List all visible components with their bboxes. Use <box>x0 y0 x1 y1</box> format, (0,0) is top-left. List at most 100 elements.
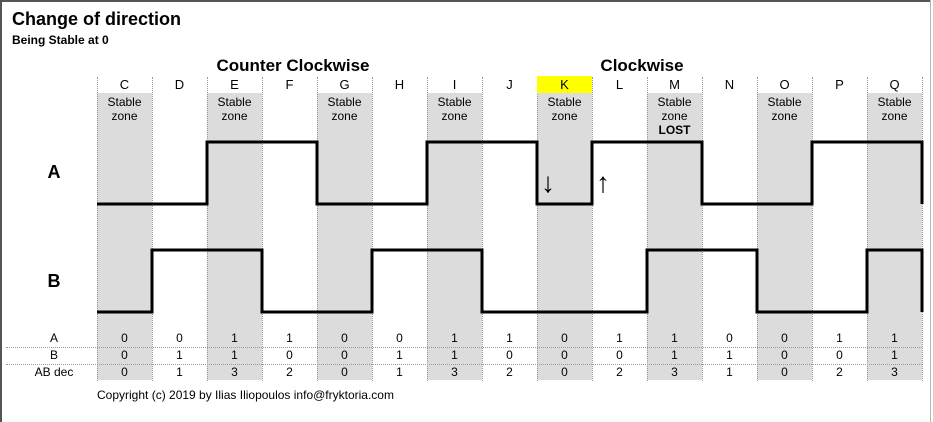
stable-zone-column-g <box>317 93 372 380</box>
signal-a-label: A <box>47 162 61 182</box>
stable-zone-label-line: Stable <box>327 95 362 109</box>
stable-zone-label-line: zone <box>111 109 138 123</box>
stable-zone-label-line: zone <box>221 109 248 123</box>
column-grid-line <box>317 77 318 381</box>
table-cell-ab-dec-j: 2 <box>506 365 513 379</box>
table-cell-a-f: 1 <box>286 331 293 345</box>
column-grid-line <box>482 77 483 381</box>
table-cell-b-o: 0 <box>781 348 788 362</box>
table-row-label-a: A <box>49 331 58 345</box>
window-top-border <box>0 0 931 2</box>
window-right-border <box>930 0 931 422</box>
column-grid-line <box>537 77 538 381</box>
table-cell-ab-dec-h: 1 <box>396 365 403 379</box>
column-label-o: O <box>779 77 790 92</box>
column-label-p: P <box>835 77 844 92</box>
table-cell-b-m: 1 <box>671 348 678 362</box>
table-cell-b-k: 0 <box>561 348 568 362</box>
page-title: Change of direction <box>12 9 182 29</box>
table-cell-ab-dec-q: 3 <box>891 365 898 379</box>
table-cell-a-c: 0 <box>121 331 128 345</box>
table-cell-b-e: 1 <box>231 348 238 362</box>
table-cell-a-l: 1 <box>616 331 623 345</box>
column-grid-line <box>867 77 868 381</box>
column-grid-line <box>372 77 373 381</box>
page-subtitle: Being Stable at 0 <box>12 33 109 47</box>
table-cell-b-n: 1 <box>726 348 733 362</box>
column-grid-line <box>702 77 703 381</box>
table-cell-a-p: 1 <box>836 331 843 345</box>
table-row-separator <box>6 364 922 365</box>
column-label-j: J <box>506 77 513 92</box>
stable-zone-label-line: zone <box>771 109 798 123</box>
table-cell-a-g: 0 <box>341 331 348 345</box>
table-cell-b-d: 1 <box>176 348 183 362</box>
column-grid-line <box>592 77 593 381</box>
table-cell-ab-dec-l: 2 <box>616 365 623 379</box>
column-label-l: L <box>615 77 624 92</box>
stable-zone-label-line: Stable <box>107 95 142 109</box>
table-cell-ab-dec-c: 0 <box>121 365 128 379</box>
table-cell-ab-dec-o: 0 <box>781 365 788 379</box>
table-cell-ab-dec-d: 1 <box>176 365 183 379</box>
column-label-i: I <box>452 77 457 92</box>
column-grid-line <box>647 77 648 381</box>
table-cell-b-j: 0 <box>506 348 513 362</box>
table-cell-ab-dec-e: 3 <box>231 365 238 379</box>
table-cell-a-h: 0 <box>396 331 403 345</box>
column-grid-line <box>152 77 153 381</box>
table-cell-ab-dec-f: 2 <box>286 365 293 379</box>
table-cell-ab-dec-m: 3 <box>671 365 678 379</box>
table-cell-b-h: 1 <box>396 348 403 362</box>
column-grid-line <box>812 77 813 381</box>
stable-zone-label-line: zone <box>331 109 358 123</box>
table-row-label-ab-dec: AB dec <box>34 365 74 379</box>
column-grid-line <box>207 77 208 381</box>
table-cell-a-e: 1 <box>231 331 238 345</box>
column-label-n: N <box>724 77 735 92</box>
signal-b-label: B <box>47 271 61 291</box>
lost-label: LOST <box>658 123 691 137</box>
column-grid-line <box>922 77 923 381</box>
table-cell-a-m: 1 <box>671 331 678 345</box>
stable-zone-label-line: Stable <box>767 95 802 109</box>
signal-a-waveform <box>97 140 924 206</box>
stable-zone-column-k <box>537 93 592 380</box>
column-label-highlighted-k: K <box>537 76 592 93</box>
stable-zone-label-line: Stable <box>877 95 912 109</box>
column-label-q: Q <box>889 77 900 92</box>
table-cell-a-j: 1 <box>506 331 513 345</box>
column-grid-line <box>262 77 263 381</box>
stable-zone-column-o <box>757 93 812 380</box>
column-grid-line <box>427 77 428 381</box>
table-cell-ab-dec-k: 0 <box>561 365 568 379</box>
column-label-m: M <box>669 77 680 92</box>
column-label-h: H <box>394 77 405 92</box>
stable-zone-label-line: zone <box>881 109 908 123</box>
column-grid-line <box>757 77 758 381</box>
table-cell-b-g: 0 <box>341 348 348 362</box>
stable-zone-label-line: Stable <box>217 95 252 109</box>
table-cell-ab-dec-g: 0 <box>341 365 348 379</box>
column-label-d: D <box>174 77 185 92</box>
section-header-clockwise: Clockwise <box>600 56 684 75</box>
stable-zone-label-line: Stable <box>657 95 692 109</box>
column-label-f: F <box>285 77 294 92</box>
table-cell-b-l: 0 <box>616 348 623 362</box>
column-label-c: C <box>119 77 130 92</box>
table-row-separator <box>6 347 922 348</box>
section-header-counter-clockwise: Counter Clockwise <box>216 56 370 75</box>
table-cell-b-c: 0 <box>121 348 128 362</box>
column-label-g: G <box>339 77 350 92</box>
up-arrow-icon: ↑ <box>596 167 610 198</box>
stable-zone-label-line: zone <box>661 109 688 123</box>
stable-zone-label-line: Stable <box>547 95 582 109</box>
